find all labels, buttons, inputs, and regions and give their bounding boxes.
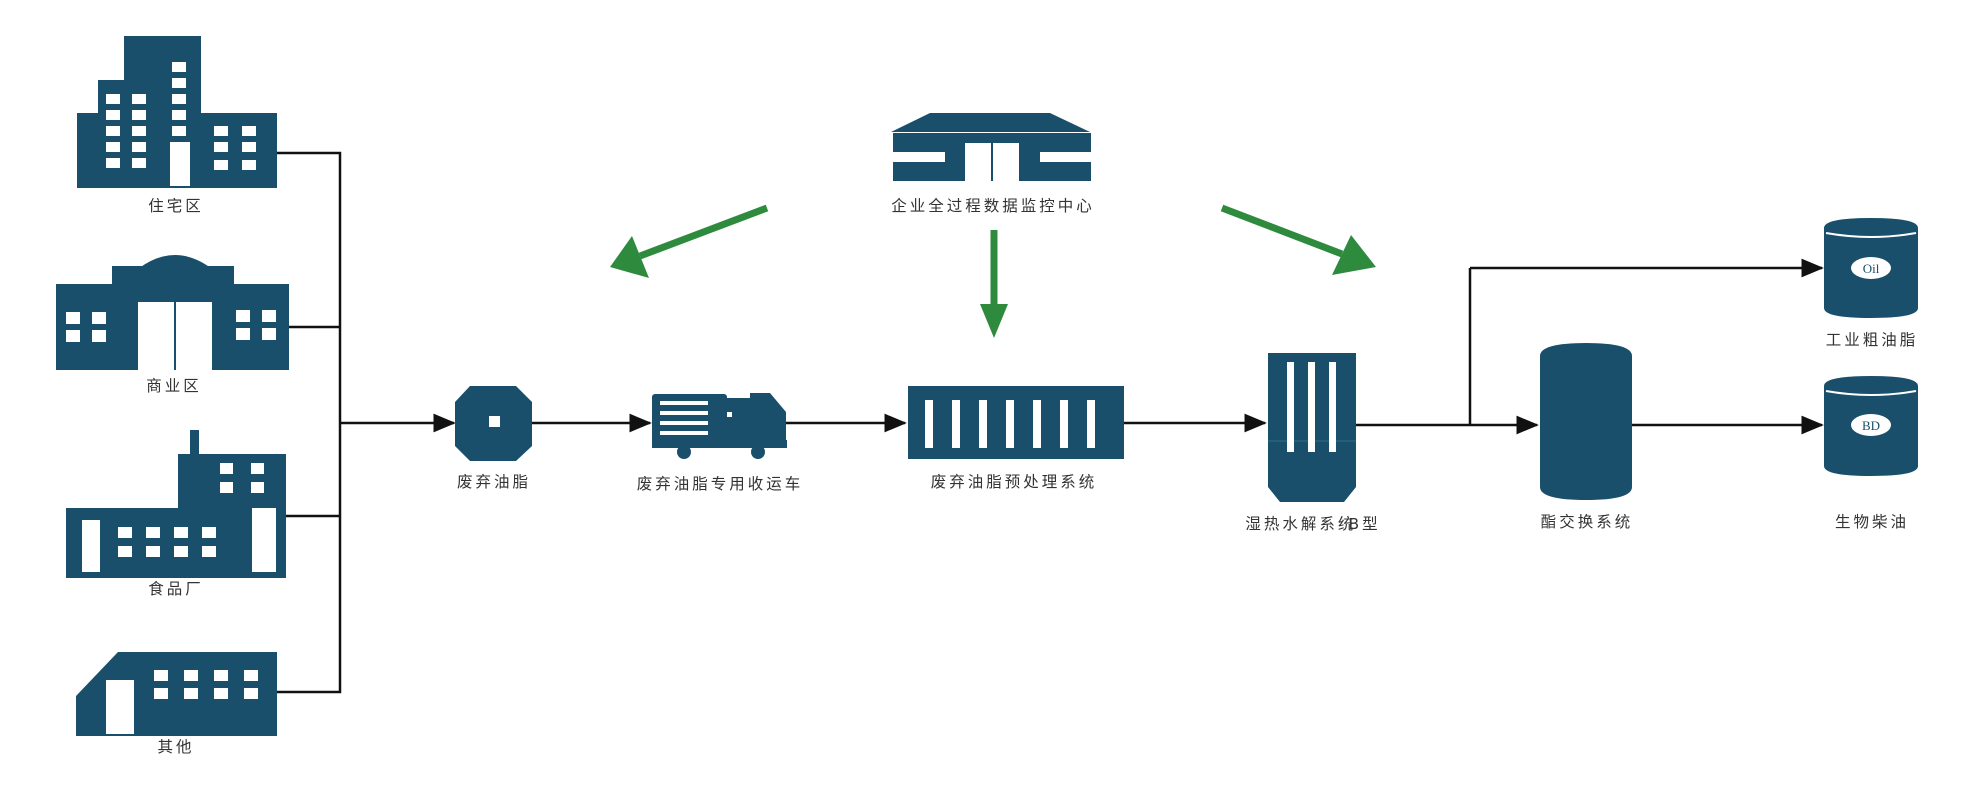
factory-icon [66,430,286,578]
product-label-crude-oil: 工业粗油脂 [1825,331,1919,349]
oil-barrel-icon: Oil [1824,218,1918,318]
step-label-esterification: 酯交换系统 [1540,513,1634,531]
step-label-hydrolysis-suffix: B型 [1348,515,1381,533]
source-label-food-factory: 食品厂 [148,580,204,598]
biodiesel-barrel-icon: BD [1824,376,1918,476]
hydrolysis-output-lines [1356,268,1472,427]
reactor-tower-icon [1268,353,1356,502]
step-label-hydrolysis-main: 湿热水解系统 [1245,515,1357,533]
monitoring-center-label: 企业全过程数据监控中心 [891,197,1095,215]
step-label-truck: 废弃油脂专用收运车 [636,475,804,493]
oil-badge-text: Oil [1863,261,1880,276]
tanker-truck-icon [652,393,787,459]
step-label-waste-oil: 废弃油脂 [456,473,532,491]
warehouse-icon [76,652,277,736]
step-label-hydrolysis: 湿热水解系统B型 [1245,512,1380,534]
biodiesel-badge-text: BD [1862,418,1880,433]
warehouse-monitoring-icon [891,113,1091,181]
domed-building-icon [56,255,289,370]
reaction-tank-icon [1540,343,1632,500]
source-label-commercial: 商业区 [146,377,202,395]
source-label-residential: 住宅区 [148,197,204,215]
apartment-building-icon [77,36,277,188]
source-collector-lines [277,151,342,694]
product-label-biodiesel: 生物柴油 [1834,513,1910,531]
control-arrows [610,204,1376,338]
source-label-other: 其他 [157,738,195,756]
step-label-pretreatment: 废弃油脂预处理系统 [930,473,1098,491]
container-icon [908,386,1124,459]
oil-drop-icon [455,386,532,461]
